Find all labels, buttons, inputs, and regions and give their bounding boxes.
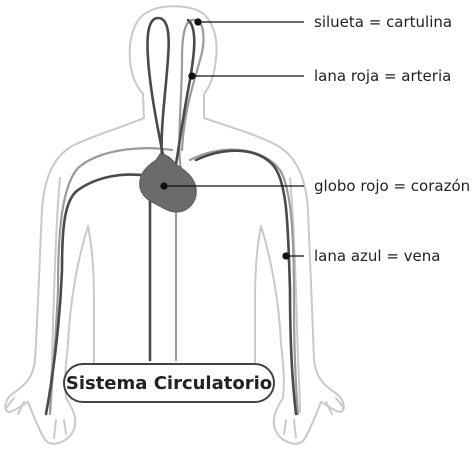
vein-lines xyxy=(50,20,298,414)
label-heart: globo rojo = corazón xyxy=(314,177,470,195)
label-silhouette: silueta = cartulina xyxy=(314,13,452,31)
heart-shape xyxy=(140,154,197,212)
label-vein: lana azul = vena xyxy=(314,247,440,265)
artery-lines xyxy=(46,18,296,414)
diagram-title: Sistema Circulatorio xyxy=(66,373,272,394)
title-box: Sistema Circulatorio xyxy=(64,364,274,402)
label-artery: lana roja = arteria xyxy=(314,67,451,85)
